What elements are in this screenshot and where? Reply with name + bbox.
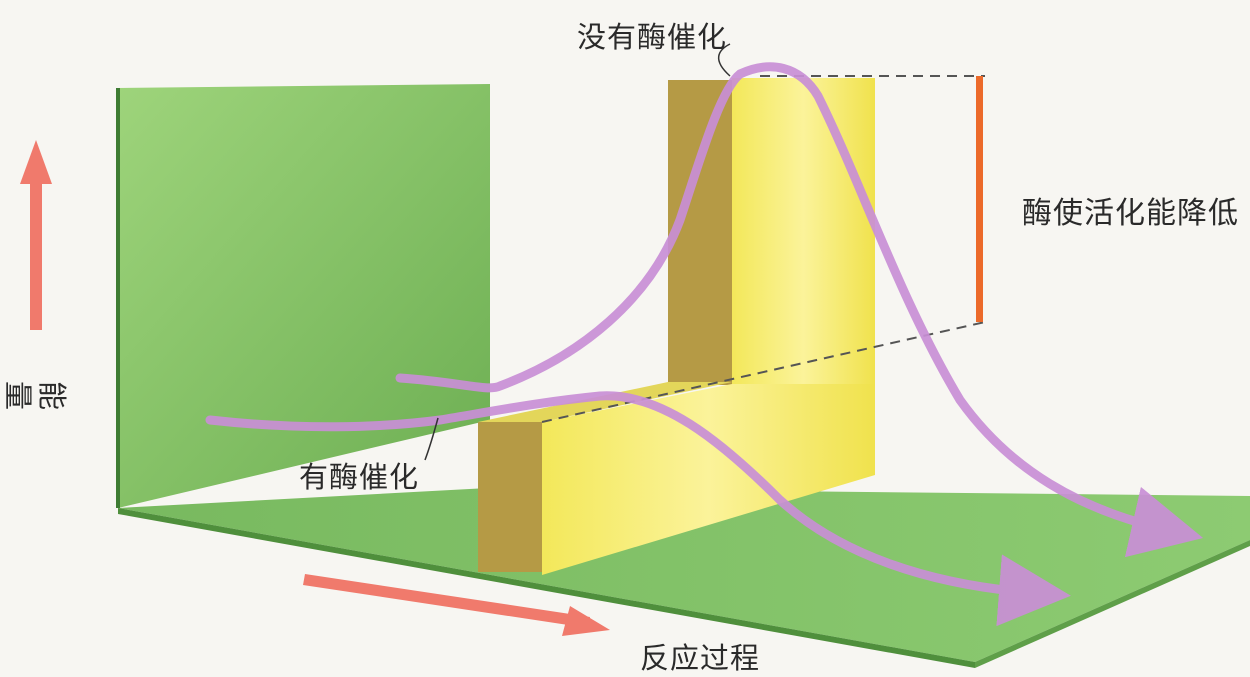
leader-no-enzyme (718, 43, 731, 77)
short-block-side (478, 422, 542, 572)
path-no-enzyme (395, 62, 1204, 558)
green-back-wall (118, 84, 490, 508)
label-reaction-process: 反应过程 (640, 641, 761, 675)
tall-block-face (732, 78, 875, 472)
label-no-enzyme: 没有酶催化 (577, 20, 728, 54)
floor-right-edge (975, 540, 1250, 668)
activation-energy-difference-bar (976, 76, 983, 322)
label-with-enzyme: 有酶催化 (299, 460, 420, 494)
tall-block-side (668, 80, 732, 385)
leader-with-enzyme (424, 417, 439, 461)
short-block-top (478, 382, 732, 422)
energy-up-arrow-icon (20, 140, 52, 330)
lower-dashed-line (541, 321, 986, 423)
label-energy-axis: 能量 (1, 381, 69, 412)
label-activation-energy-lowered: 酶使活化能降低 (1022, 196, 1239, 231)
short-block-face (542, 384, 875, 575)
path-with-enzyme (205, 391, 1071, 627)
reaction-direction-arrow-icon (303, 574, 610, 636)
floor-plane (118, 488, 1250, 662)
floor-edge (118, 508, 975, 668)
